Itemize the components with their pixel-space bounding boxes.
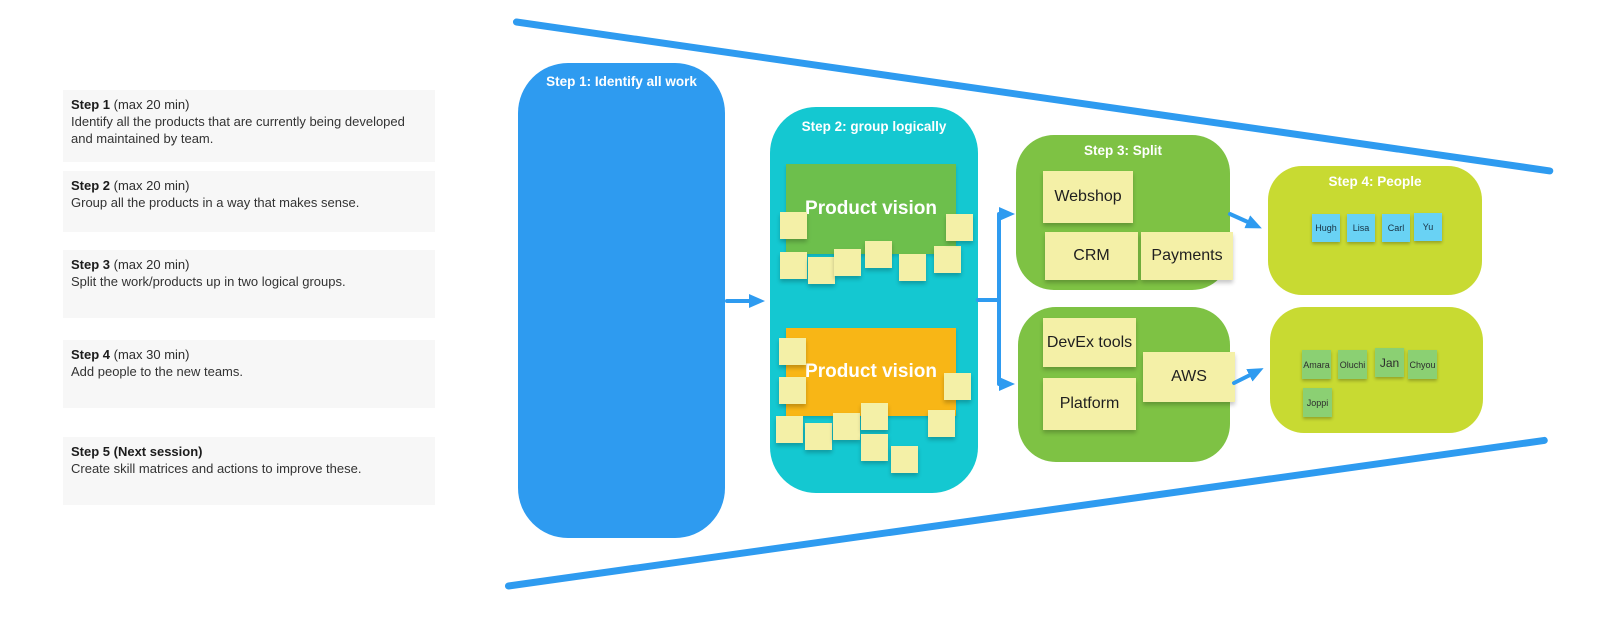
person-sticky-note-carl[interactable]: Carl <box>1382 214 1410 242</box>
sticky-note[interactable] <box>899 254 926 281</box>
step3-split-bottom-box[interactable]: DevEx tools Platform AWS <box>1018 307 1235 462</box>
step3-split-top-box[interactable]: Step 3: Split Webshop CRM Payments <box>1016 135 1233 290</box>
step-3-duration: (max 20 min) <box>113 257 190 272</box>
sticky-note[interactable] <box>808 257 835 284</box>
step2-box-title: Step 2: group logically <box>801 119 947 134</box>
step4-people-top-box[interactable]: Step 4: People Hugh Lisa Carl Yu <box>1268 166 1482 295</box>
step1-box-title: Step 1: Identify all work <box>546 74 697 89</box>
sticky-note-payments[interactable]: Payments <box>1141 232 1233 280</box>
instruction-step-4-heading: Step 4 (max 30 min) <box>71 346 427 363</box>
instruction-step-2: Step 2 (max 20 min) Group all the produc… <box>63 171 435 232</box>
step3-box-title: Step 3: Split <box>1083 143 1162 158</box>
step1-identify-all-work-box[interactable]: Step 1: Identify all work <box>518 63 725 538</box>
step-1-duration: (max 20 min) <box>113 97 190 112</box>
branch-line-step2-to-step3 <box>976 212 1001 386</box>
sticky-note[interactable] <box>944 373 971 400</box>
sticky-note[interactable] <box>946 214 973 241</box>
person-sticky-note-jan[interactable]: Jan <box>1375 348 1404 377</box>
sticky-note[interactable] <box>861 434 888 461</box>
sticky-note[interactable] <box>928 410 955 437</box>
step-3-description: Split the work/products up in two logica… <box>71 274 346 289</box>
product-vision-group-bottom-label: Product vision <box>805 361 937 382</box>
person-sticky-note-lisa[interactable]: Lisa <box>1347 214 1375 242</box>
person-sticky-note-oluchi[interactable]: Oluchi <box>1338 350 1367 379</box>
instruction-step-3: Step 3 (max 20 min) Split the work/produ… <box>63 250 435 318</box>
sticky-note[interactable] <box>934 246 961 273</box>
sticky-note-platform[interactable]: Platform <box>1043 378 1136 430</box>
sticky-note-webshop[interactable]: Webshop <box>1043 171 1133 223</box>
sticky-note[interactable] <box>779 377 806 404</box>
sticky-note[interactable] <box>865 241 892 268</box>
step-5-title: Step 5 (Next session) <box>71 444 203 459</box>
person-sticky-note-chyou[interactable]: Chyou <box>1408 350 1437 379</box>
instruction-step-3-heading: Step 3 (max 20 min) <box>71 256 427 273</box>
sticky-note-aws[interactable]: AWS <box>1143 352 1235 402</box>
sticky-note-devex-tools[interactable]: DevEx tools <box>1043 318 1136 367</box>
sticky-note[interactable] <box>779 338 806 365</box>
step-1-title: Step 1 <box>71 97 111 112</box>
instruction-step-1: Step 1 (max 20 min) Identify all the pro… <box>63 90 435 162</box>
step-1-description: Identify all the products that are curre… <box>71 114 405 146</box>
arrow-step3-bottom-to-step4-bottom <box>1232 368 1264 385</box>
sticky-note-crm[interactable]: CRM <box>1045 232 1138 280</box>
instruction-step-1-heading: Step 1 (max 20 min) <box>71 96 427 113</box>
sticky-note[interactable] <box>780 252 807 279</box>
sticky-note[interactable] <box>861 403 888 430</box>
step-2-title: Step 2 <box>71 178 111 193</box>
product-vision-group-bottom[interactable]: Product vision <box>786 328 956 416</box>
step-2-description: Group all the products in a way that mak… <box>71 195 360 210</box>
step-4-duration: (max 30 min) <box>113 347 190 362</box>
sticky-note[interactable] <box>891 446 918 473</box>
step2-group-logically-box[interactable]: Step 2: group logically Product vision P… <box>770 107 978 493</box>
sticky-note[interactable] <box>833 413 860 440</box>
person-sticky-note-joppi[interactable]: Joppi <box>1303 388 1332 417</box>
sticky-note[interactable] <box>805 423 832 450</box>
sticky-note[interactable] <box>780 212 807 239</box>
instruction-step-4: Step 4 (max 30 min) Add people to the ne… <box>63 340 435 408</box>
step-4-title: Step 4 <box>71 347 111 362</box>
step-3-title: Step 3 <box>71 257 111 272</box>
person-sticky-note-hugh[interactable]: Hugh <box>1312 214 1340 242</box>
instruction-step-5-heading: Step 5 (Next session) <box>71 443 427 460</box>
step4-people-bottom-box[interactable]: Amara Oluchi Jan Chyou Joppi <box>1270 307 1483 433</box>
instruction-step-2-heading: Step 2 (max 20 min) <box>71 177 427 194</box>
product-vision-group-top[interactable]: Product vision <box>786 164 956 254</box>
sticky-note[interactable] <box>834 249 861 276</box>
person-sticky-note-amara[interactable]: Amara <box>1302 350 1331 379</box>
step-4-description: Add people to the new teams. <box>71 364 244 379</box>
step-5-description: Create skill matrices and actions to imp… <box>71 461 362 476</box>
product-vision-group-top-label: Product vision <box>805 198 937 219</box>
step4-box-title: Step 4: People <box>1328 174 1422 189</box>
arrow-step3-top-to-step4-top <box>1228 212 1262 229</box>
instruction-step-5: Step 5 (Next session) Create skill matri… <box>63 437 435 505</box>
step-2-duration: (max 20 min) <box>113 178 190 193</box>
sticky-note[interactable] <box>776 416 803 443</box>
person-sticky-note-yu[interactable]: Yu <box>1414 213 1442 241</box>
